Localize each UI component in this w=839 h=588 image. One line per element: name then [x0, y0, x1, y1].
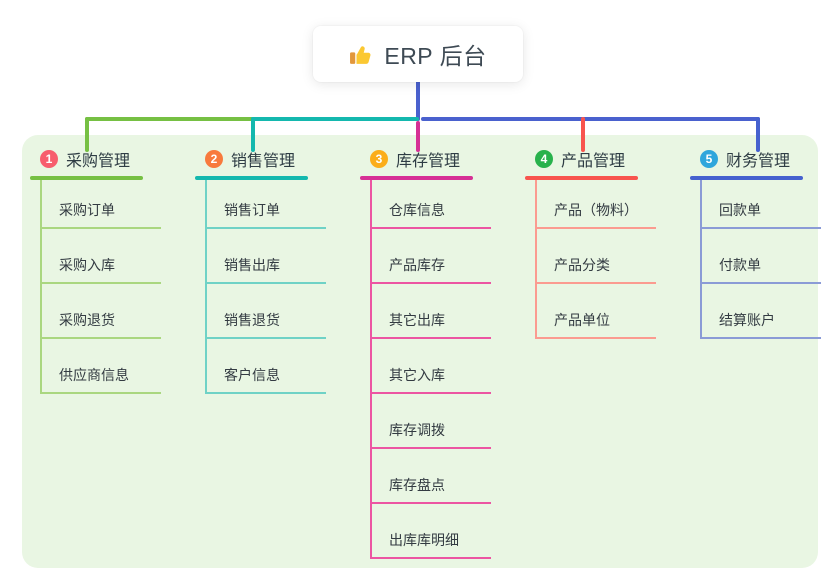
- root-node[interactable]: ERP 后台: [313, 26, 523, 82]
- child-node[interactable]: 产品库存: [372, 229, 491, 284]
- child-node-label: 产品分类: [554, 257, 610, 273]
- connector-horizontal-teal: [251, 117, 419, 121]
- thumbs-up-icon: [349, 42, 374, 67]
- connector-drop-branch-2: [251, 117, 255, 152]
- child-node-label: 回款单: [719, 202, 761, 218]
- branch-children: 销售订单销售出库销售退货客户信息: [205, 180, 357, 394]
- child-node[interactable]: 采购入库: [42, 229, 161, 284]
- branch-node[interactable]: 4 产品管理: [525, 148, 687, 170]
- connector-drop-branch-3: [416, 121, 420, 152]
- child-node-label: 客户信息: [224, 367, 280, 383]
- child-node-label: 产品（物料）: [554, 202, 638, 218]
- child-node[interactable]: 客户信息: [207, 339, 326, 394]
- branch-children: 采购订单采购入库采购退货供应商信息: [40, 180, 192, 394]
- child-node-label: 采购入库: [59, 257, 115, 273]
- child-node-label: 销售退货: [224, 312, 280, 328]
- child-node[interactable]: 其它出库: [372, 284, 491, 339]
- child-node[interactable]: 库存调拨: [372, 394, 491, 449]
- child-node-label: 出库库明细: [389, 532, 459, 548]
- branch-node[interactable]: 3 库存管理: [360, 148, 522, 170]
- child-node-label: 供应商信息: [59, 367, 129, 383]
- branch-children: 仓库信息产品库存其它出库其它入库库存调拨库存盘点出库库明细: [370, 180, 522, 559]
- child-node[interactable]: 仓库信息: [372, 180, 491, 229]
- branch-number-badge: 2: [205, 150, 223, 168]
- connector-drop-branch-5: [756, 117, 760, 152]
- child-node-label: 产品库存: [389, 257, 445, 273]
- connector-horizontal-blue: [421, 117, 760, 121]
- branch-title: 财务管理: [726, 153, 791, 170]
- child-node[interactable]: 产品分类: [537, 229, 656, 284]
- branch-underline: [525, 176, 638, 180]
- branch-title: 产品管理: [561, 153, 626, 170]
- branch-title: 销售管理: [231, 153, 296, 170]
- child-node-label: 其它入库: [389, 367, 445, 383]
- child-node-label: 库存调拨: [389, 422, 445, 438]
- branch-underline: [195, 176, 308, 180]
- child-node[interactable]: 付款单: [702, 229, 821, 284]
- child-node[interactable]: 产品（物料）: [537, 180, 656, 229]
- child-node[interactable]: 其它入库: [372, 339, 491, 394]
- child-node[interactable]: 产品单位: [537, 284, 656, 339]
- branch-underline: [30, 176, 143, 180]
- branch-underline: [690, 176, 803, 180]
- child-node-label: 销售出库: [224, 257, 280, 273]
- child-node-label: 库存盘点: [389, 477, 445, 493]
- branch-3: 3 库存管理仓库信息产品库存其它出库其它入库库存调拨库存盘点出库库明细: [360, 148, 522, 559]
- child-node[interactable]: 采购订单: [42, 180, 161, 229]
- child-node-label: 采购订单: [59, 202, 115, 218]
- child-node[interactable]: 销售订单: [207, 180, 326, 229]
- child-node-label: 采购退货: [59, 312, 115, 328]
- connector-horizontal-green: [85, 117, 255, 121]
- branch-5: 5 财务管理回款单付款单结算账户: [690, 148, 839, 339]
- branch-node[interactable]: 5 财务管理: [690, 148, 839, 170]
- child-node-label: 付款单: [719, 257, 761, 273]
- branch-1: 1 采购管理采购订单采购入库采购退货供应商信息: [30, 148, 192, 394]
- connector-drop-branch-1: [85, 117, 89, 152]
- branch-title: 库存管理: [396, 153, 461, 170]
- branch-node[interactable]: 1 采购管理: [30, 148, 192, 170]
- child-node[interactable]: 库存盘点: [372, 449, 491, 504]
- branch-2: 2 销售管理销售订单销售出库销售退货客户信息: [195, 148, 357, 394]
- branch-4: 4 产品管理产品（物料） 产品分类产品单位: [525, 148, 687, 339]
- branch-number-badge: 1: [40, 150, 58, 168]
- child-node-label: 仓库信息: [389, 202, 445, 218]
- child-node[interactable]: 结算账户: [702, 284, 821, 339]
- child-node[interactable]: 采购退货: [42, 284, 161, 339]
- branch-children: 产品（物料） 产品分类产品单位: [535, 180, 687, 339]
- branch-underline: [360, 176, 473, 180]
- branch-node[interactable]: 2 销售管理: [195, 148, 357, 170]
- connector-root-vertical: [416, 80, 420, 121]
- child-node-label: 其它出库: [389, 312, 445, 328]
- child-node-label: 结算账户: [719, 312, 775, 328]
- connector-drop-branch-4: [581, 117, 585, 152]
- child-node[interactable]: 出库库明细: [372, 504, 491, 559]
- branch-number-badge: 4: [535, 150, 553, 168]
- branch-number-badge: 5: [700, 150, 718, 168]
- branch-children: 回款单付款单结算账户: [700, 180, 839, 339]
- branches-panel: [22, 135, 818, 568]
- child-node[interactable]: 回款单: [702, 180, 821, 229]
- child-node[interactable]: 供应商信息: [42, 339, 161, 394]
- child-node-label: 销售订单: [224, 202, 280, 218]
- child-node-label: 产品单位: [554, 312, 610, 328]
- root-node-title: ERP 后台: [384, 43, 487, 69]
- branch-number-badge: 3: [370, 150, 388, 168]
- child-node[interactable]: 销售出库: [207, 229, 326, 284]
- child-node[interactable]: 销售退货: [207, 284, 326, 339]
- branch-title: 采购管理: [66, 153, 131, 170]
